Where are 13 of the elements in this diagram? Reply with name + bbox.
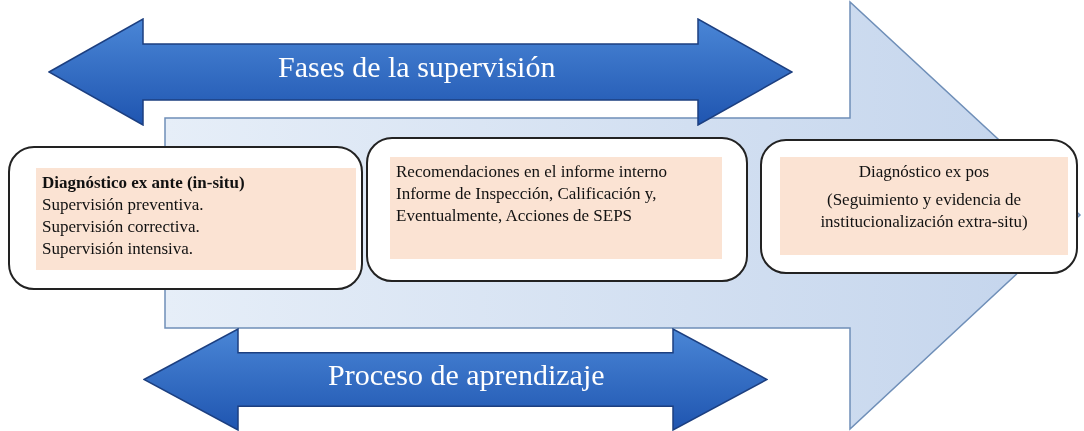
arrow-label: Proceso de aprendizaje: [328, 358, 605, 392]
box-text: (Seguimiento y evidencia de institucionalización extra-situ): [819, 189, 1029, 233]
box-text: Supervisión preventiva.: [42, 194, 205, 216]
box-heading: Diagnóstico ex ante (in-situ): [42, 172, 246, 194]
box-text: Supervisión correctiva.: [42, 216, 201, 238]
rounded-box: [8, 146, 363, 290]
double-block-arrow: [143, 328, 768, 431]
box-text: Recomendaciones en el informe interno Informe de Inspección, Calificación y, Eventualmente, Acciones de SEPS: [396, 161, 668, 227]
box-text: Supervisión intensiva.: [42, 238, 195, 260]
arrow-label: Fases de la supervisión: [278, 50, 556, 84]
double-block-arrow: [48, 18, 793, 126]
rounded-box: [366, 137, 748, 282]
box-text: Diagnóstico ex pos: [857, 161, 991, 183]
